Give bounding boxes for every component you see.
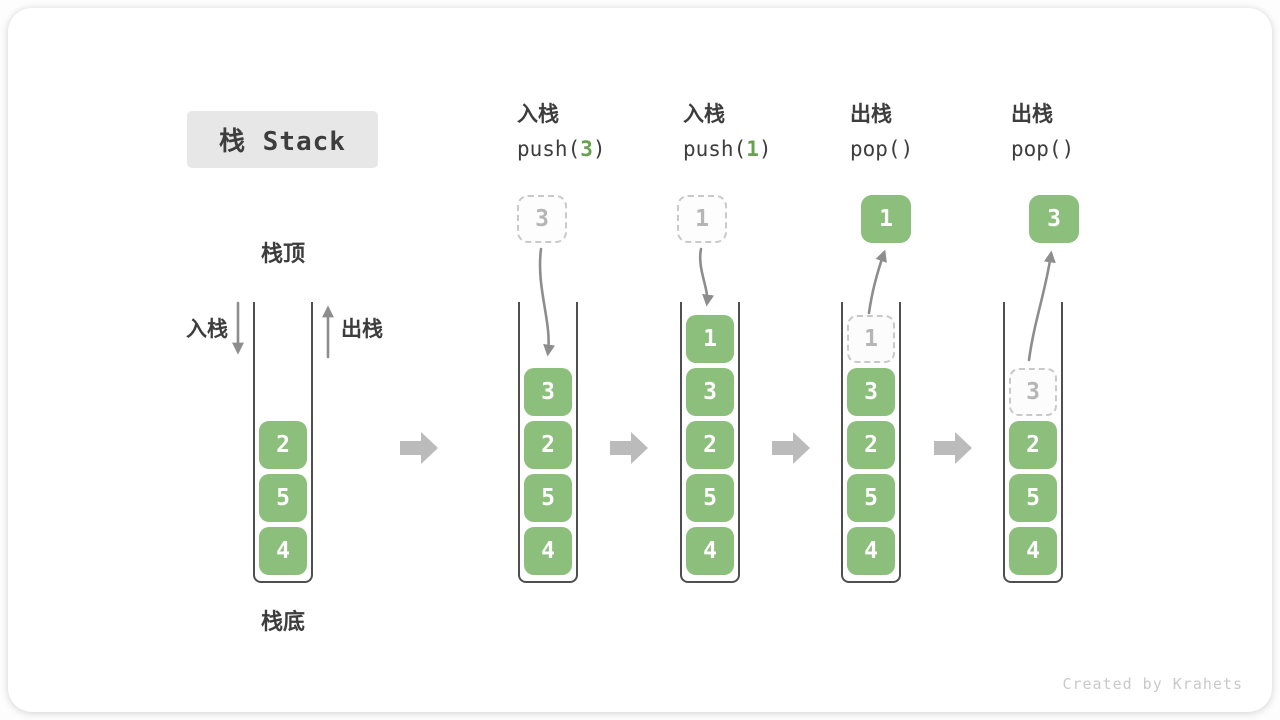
stack-cell: 5 <box>259 474 307 522</box>
code-pre: push( <box>517 137 581 161</box>
code-pre: pop( <box>1011 137 1062 161</box>
stack-container-pop-3: 3 2 5 4 <box>1003 302 1063 583</box>
stack-cell: 5 <box>1009 474 1057 522</box>
op-label: 出栈 <box>850 102 892 126</box>
stack-container-pop-1: 1 3 2 5 4 <box>841 302 901 583</box>
pop-side-label: 出栈 <box>341 317 383 341</box>
stack-cell: 4 <box>524 527 572 575</box>
code-post: ) <box>592 137 606 161</box>
code-post: ) <box>1061 137 1075 161</box>
code-arg: 3 <box>580 137 593 161</box>
step-header-push-3: 入栈 push(3) <box>517 104 606 160</box>
stack-cell: 2 <box>686 421 734 469</box>
op-label: 入栈 <box>683 102 725 126</box>
stack-container-push-3: 3 2 5 4 <box>518 302 578 583</box>
stack-cell-ghost: 3 <box>1009 368 1057 416</box>
op-label: 出栈 <box>1011 102 1053 126</box>
stack-cell-ghost: 1 <box>847 315 895 363</box>
code-label: pop() <box>850 139 913 160</box>
stack-cell: 2 <box>1009 421 1057 469</box>
code-pre: pop( <box>850 137 901 161</box>
floating-value-box: 3 <box>517 195 567 243</box>
code-arg: 1 <box>746 137 759 161</box>
stack-cell: 4 <box>847 527 895 575</box>
step-header-pop-3: 出栈 pop() <box>1011 104 1074 160</box>
stack-cell: 3 <box>847 368 895 416</box>
code-label: pop() <box>1011 139 1074 160</box>
watermark: Created by Krahets <box>1062 675 1243 693</box>
stack-cell: 1 <box>686 315 734 363</box>
code-post: ) <box>900 137 914 161</box>
stack-cell: 3 <box>686 368 734 416</box>
step-header-pop-1: 出栈 pop() <box>850 104 913 160</box>
floating-value-box: 1 <box>677 195 727 243</box>
floating-value-box: 3 <box>1029 195 1079 243</box>
stack-container-push-1: 1 3 2 5 4 <box>680 302 740 583</box>
code-label: push(1) <box>683 139 772 160</box>
stack-cell: 4 <box>1009 527 1057 575</box>
push-side-label: 入栈 <box>186 317 228 341</box>
code-post: ) <box>758 137 772 161</box>
stack-cell: 4 <box>686 527 734 575</box>
stack-top-label: 栈顶 <box>260 242 305 267</box>
stack-bottom-label: 栈底 <box>260 610 305 635</box>
stack-cell: 2 <box>847 421 895 469</box>
stack-cell: 5 <box>524 474 572 522</box>
stack-cell: 4 <box>259 527 307 575</box>
title-badge: 栈 Stack <box>187 111 378 168</box>
stack-cell: 2 <box>524 421 572 469</box>
stack-cell: 5 <box>847 474 895 522</box>
step-header-push-1: 入栈 push(1) <box>683 104 772 160</box>
code-label: push(3) <box>517 139 606 160</box>
stack-cell: 2 <box>259 421 307 469</box>
code-pre: push( <box>683 137 747 161</box>
floating-value-box: 1 <box>861 195 911 243</box>
stack-cell: 5 <box>686 474 734 522</box>
op-label: 入栈 <box>517 102 559 126</box>
stack-container-initial: 2 5 4 <box>253 302 313 583</box>
stack-cell: 3 <box>524 368 572 416</box>
